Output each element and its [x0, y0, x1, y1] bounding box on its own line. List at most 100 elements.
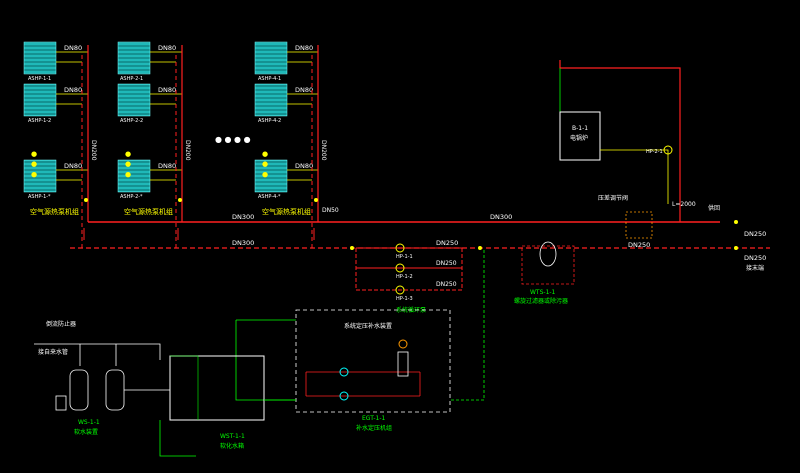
valve-icon [314, 198, 318, 202]
electric-boiler [559, 111, 601, 161]
brine-tank [55, 395, 67, 411]
pressure-gauge-icon [398, 339, 408, 349]
svg-text:DN200: DN200 [90, 140, 97, 161]
svg-text:DN80: DN80 [158, 86, 176, 94]
tank-name: 软化水箱 [220, 442, 244, 450]
makeup-box [295, 309, 451, 413]
unit-tag: ASHP-4-2 [258, 118, 281, 124]
svg-text:DN250: DN250 [436, 281, 457, 288]
ellipsis-dots: ● ● ● [261, 150, 269, 178]
unit-tag: ASHP-4-1 [258, 76, 281, 82]
unit-tag: ASHP-2-1 [120, 76, 143, 82]
boiler-loop [559, 60, 681, 222]
main-stubs [83, 228, 315, 240]
filter-name: 螺旋过滤器或除污器 [514, 297, 568, 305]
heat-pump-unit [254, 41, 288, 75]
boiler-pump-icon [663, 145, 673, 155]
supply-risers [87, 45, 319, 222]
hp-tag: HP-2-1 [646, 149, 663, 155]
svg-text:DN80: DN80 [295, 44, 313, 52]
valve-icon [478, 246, 482, 250]
tank-drain [159, 420, 196, 457]
dn300-label: DN300 [490, 213, 512, 221]
heat-pump-unit [254, 159, 288, 193]
svg-text:DN200: DN200 [320, 140, 327, 161]
tap-water-label: 接自来水管 [38, 348, 68, 356]
valve-icon [734, 220, 738, 224]
unit-tag: ASHP-1-2 [28, 118, 51, 124]
valve-icon [734, 246, 738, 250]
dn200-labels: DN200 DN200 DN200 [90, 140, 327, 161]
svg-text:HP-1-3: HP-1-3 [396, 296, 413, 302]
valve-icon [84, 198, 88, 202]
soft-water-tank [169, 355, 265, 421]
length-note: L=2000 [672, 201, 696, 208]
unit-tag: ASHP-4-* [258, 194, 281, 200]
makeup-feed [235, 319, 296, 401]
heat-pump-column-1: ASHP-1-1 ASHP-1-2 ASHP-1-* ● ● ● [23, 41, 57, 200]
svg-text:DN80: DN80 [295, 162, 313, 170]
heat-pump-unit [117, 83, 151, 117]
supply-label: 供回 [708, 204, 720, 212]
unit-tag: ASHP-2-2 [120, 118, 143, 124]
bypass-box [625, 211, 653, 239]
softener-tag: WS-1-1 [78, 419, 100, 426]
heat-pump-unit [117, 159, 151, 193]
pump-icon [395, 285, 405, 295]
backflow-label: 倒流防止器 [46, 320, 76, 328]
svg-text:DN80: DN80 [64, 162, 82, 170]
svg-text:DN80: DN80 [295, 86, 313, 94]
group-label: 空气源热泵机组 [262, 207, 311, 216]
unit-tag: ASHP-2-* [120, 194, 143, 200]
filter-box [521, 245, 575, 285]
dn80-labels: DN80 DN80 DN80 DN80 DN80 DN80 DN80 DN80 … [64, 44, 313, 170]
dn250-label: DN250 [744, 254, 766, 262]
softener-vessel [69, 369, 89, 411]
expansion-tank [397, 351, 409, 377]
valve-icon [178, 198, 182, 202]
boiler-tag: B-1-1 [572, 125, 588, 132]
makeup-pump-icon [339, 391, 349, 401]
svg-text:HP-1-2: HP-1-2 [396, 274, 413, 280]
group-label: 空气源热泵机组 [30, 207, 79, 216]
tap-water-line [34, 343, 161, 360]
svg-text:DN250: DN250 [436, 260, 457, 267]
softener-name: 软水装置 [74, 428, 98, 436]
heat-pump-column-2: ASHP-2-1 ASHP-2-2 ASHP-2-* ● ● ● [117, 41, 151, 200]
svg-text:HP-1-1: HP-1-1 [396, 254, 413, 260]
unit-connections [56, 51, 318, 181]
makeup-tag: EGT-1-1 [362, 415, 385, 422]
terminal-label: 接末端 [746, 264, 764, 272]
tank-tag: WST-1-1 [220, 433, 245, 440]
dn250-label: DN250 [436, 239, 458, 247]
heat-pump-unit [254, 83, 288, 117]
heat-pump-unit [23, 41, 57, 75]
strainer-icon [539, 241, 557, 267]
softener-vessel [105, 369, 125, 411]
dn300-label: DN300 [232, 239, 254, 247]
makeup-name: 补水定压机组 [356, 424, 392, 432]
pump-icon [395, 243, 405, 253]
svg-text:DN80: DN80 [158, 162, 176, 170]
heat-pump-unit [23, 83, 57, 117]
makeup-line [450, 250, 485, 401]
makeup-box-title: 系统定压补水装置 [344, 322, 392, 330]
pump-icon [395, 263, 405, 273]
pressure-valve-label: 压差调节阀 [598, 194, 628, 202]
ellipsis-dots: ● ● ● [124, 150, 132, 178]
boiler-outlet [600, 149, 669, 204]
valve-icon [350, 246, 354, 250]
heat-pump-unit [117, 41, 151, 75]
filter-tag: WTS-1-1 [530, 289, 556, 296]
boiler-name: 电锅炉 [570, 134, 588, 142]
dn250-label: DN250 [628, 241, 650, 249]
svg-text:DN80: DN80 [158, 44, 176, 52]
ellipsis-dots: ● ● ● [30, 150, 38, 178]
dn300-label: DN300 [232, 213, 254, 221]
heat-pump-unit [23, 159, 57, 193]
group-label: 空气源热泵机组 [124, 207, 173, 216]
main-valves [84, 198, 738, 250]
heat-pump-column-4: ASHP-4-1 ASHP-4-2 ASHP-4-* ● ● ● [254, 41, 288, 200]
